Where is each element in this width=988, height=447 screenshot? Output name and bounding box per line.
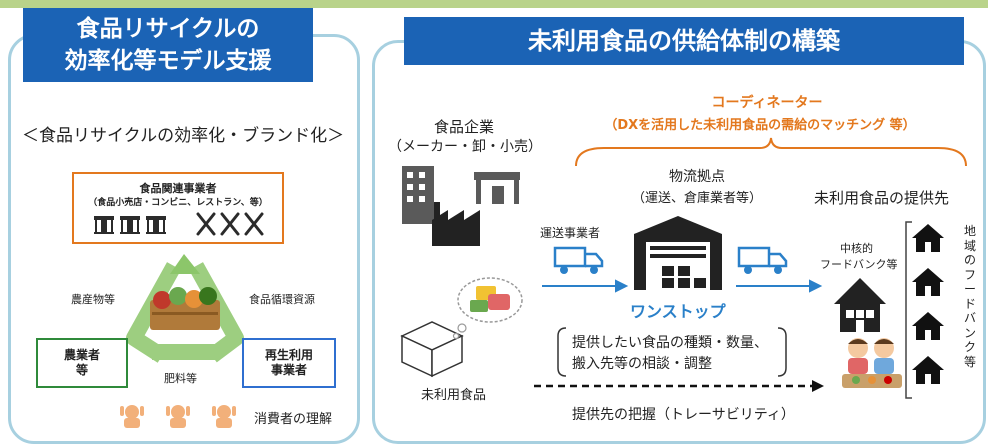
recycler-line2: 事業者 (270, 363, 307, 377)
house-icon (912, 312, 944, 340)
factory-icon (432, 202, 480, 246)
shop-icon (146, 216, 166, 234)
left-subtitle: ＜食品リサイクルの効率化・ブランド化＞ (22, 126, 345, 146)
regional-food-bank-label: 地域のフードバンク等 (963, 224, 976, 369)
consult-line2: 搬入先等の相談・調整 (572, 356, 712, 372)
house-icon (912, 268, 944, 296)
left-title-line2: 効率化等モデル支援 (64, 48, 272, 74)
consumer-icon (212, 405, 236, 428)
house-icon (912, 224, 944, 252)
farmer-line2: 等 (75, 363, 88, 377)
consult-brackets (557, 327, 787, 377)
top-accent-bar (0, 0, 988, 8)
consumer-understanding-label: 消費者の理解 (254, 412, 333, 427)
cutlery-icon (220, 212, 240, 236)
farmer-box: 農業者 等 (36, 338, 128, 388)
coordinator-title: コーディネーター (711, 95, 823, 111)
coordinator-brace (575, 137, 967, 167)
office-building-icon (402, 166, 434, 224)
consumer-icon (120, 405, 144, 428)
food-company-subtitle: （メーカー・卸・小売） (388, 139, 542, 155)
carrier-label: 運送事業者 (540, 226, 601, 240)
thought-bubble-icon (452, 277, 523, 340)
label-food-resources: 食品循環資源 (249, 293, 315, 306)
food-company-icons (402, 166, 520, 246)
vegetable-basket-image (150, 287, 220, 330)
children-eating-image (842, 338, 902, 388)
truck-icon (737, 246, 788, 274)
label-fertilizer: 肥料等 (164, 372, 197, 385)
traceability-dashed-arrow (534, 380, 824, 392)
house-icon (912, 356, 944, 384)
flow-arrows (542, 279, 823, 293)
shop-and-cutlery-icons (94, 212, 264, 236)
warehouse-icon (634, 216, 722, 290)
food-company-title: 食品企業 (434, 118, 495, 136)
farmer-line1: 農業者 (63, 348, 100, 362)
shop-icon (94, 216, 114, 234)
hub-title: 物流拠点 (669, 169, 725, 185)
truck-icon (553, 246, 604, 274)
regional-food-banks-group (905, 221, 944, 399)
left-title-line1: 食品リサイクルの (76, 16, 260, 42)
food-business-subtitle: （食品小売店・コンビニ、レストラン、等） (88, 198, 268, 208)
food-bank-house-icon (834, 278, 886, 332)
food-business-title: 食品関連事業者 (139, 182, 217, 195)
store-icon (474, 172, 520, 204)
core-food-bank-line2: フードバンク等 (820, 258, 898, 271)
consumer-icon (166, 405, 190, 428)
hub-subtitle: （運送、倉庫業者等） (631, 191, 762, 206)
core-food-bank-line1: 中核的 (840, 242, 873, 255)
label-agricultural-products: 農産物等 (71, 293, 115, 306)
left-panel-title: 食品リサイクルの 効率化等モデル支援 (23, 8, 313, 82)
one-stop-label: ワンストップ (630, 302, 726, 321)
cutlery-icon (244, 212, 264, 236)
recycler-line1: 再生利用 (264, 348, 313, 362)
unused-food-illustration (400, 277, 523, 378)
coordinator-description: （DXを活用した未利用食品の需給のマッチング 等） (604, 118, 916, 133)
shop-icon (120, 216, 140, 234)
unused-food-label: 未利用食品 (421, 388, 487, 403)
consumer-icons (120, 405, 236, 428)
food-business-box: 食品関連事業者 （食品小売店・コンビニ、レストラン、等） (72, 172, 284, 244)
cutlery-icon (196, 212, 216, 236)
right-panel-title: 未利用食品の供給体制の構築 (404, 17, 964, 65)
consult-line1: 提供したい食品の種類・数量、 (572, 335, 768, 351)
cardboard-box-icon (400, 321, 464, 378)
recycler-box: 再生利用 事業者 (242, 338, 336, 388)
traceability-label: 提供先の把握（トレーサビリティ） (572, 407, 795, 423)
destination-title: 未利用食品の提供先 (814, 189, 950, 207)
